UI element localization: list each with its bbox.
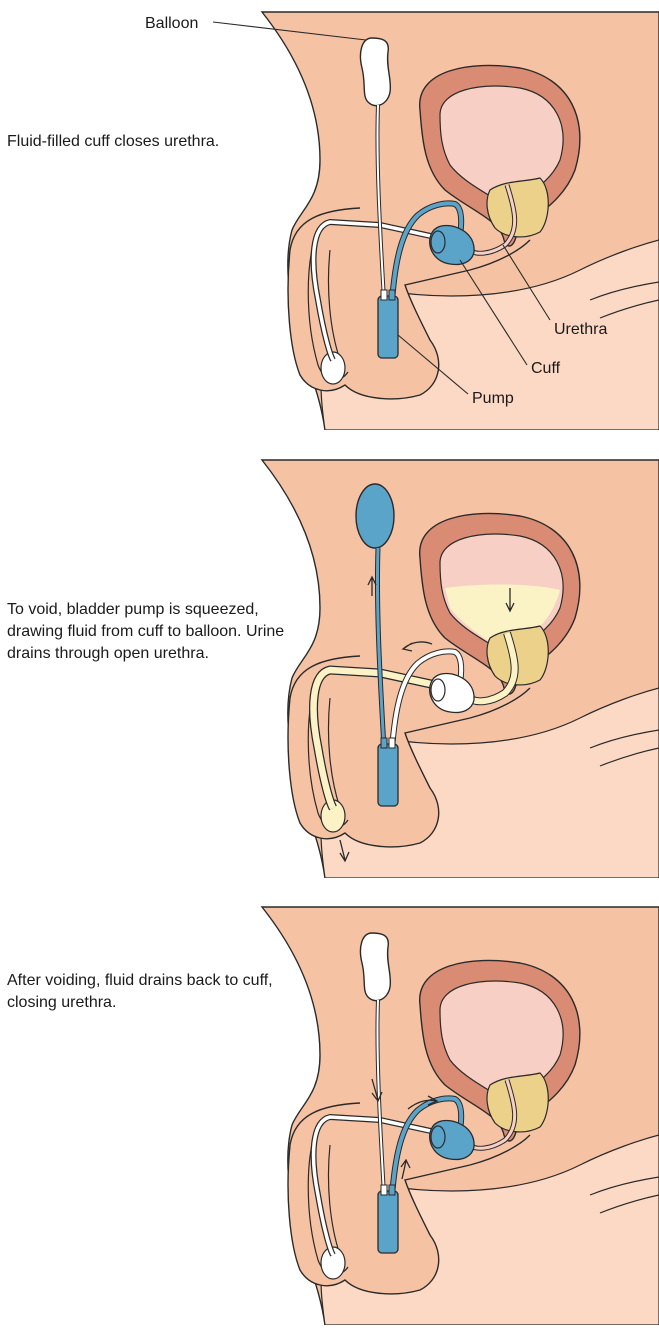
pump-shape [378, 296, 398, 358]
anatomy-diagram-1: Balloon Urethra Cuff Pump [0, 0, 659, 430]
anatomy-diagram-3 [0, 895, 659, 1325]
label-pump: Pump [472, 390, 514, 407]
label-urethra: Urethra [554, 321, 607, 338]
label-cuff: Cuff [531, 360, 561, 377]
panel-closed-cuff: Fluid-filled cuff closes urethra. [0, 0, 659, 430]
balloon-shape [356, 484, 394, 548]
balloon-shape [360, 933, 390, 1001]
prostate [487, 1073, 548, 1132]
prostate [487, 178, 548, 237]
pump-shape [378, 744, 398, 806]
anatomy-diagram-2 [0, 448, 659, 878]
pump-shape [378, 1191, 398, 1253]
panel-after-voiding: After voiding, fluid drains back to cuff… [0, 895, 659, 1325]
balloon-shape [360, 38, 390, 106]
panel-voiding: To void, bladder pump is squeezed, drawi… [0, 448, 659, 878]
label-balloon: Balloon [145, 15, 198, 32]
